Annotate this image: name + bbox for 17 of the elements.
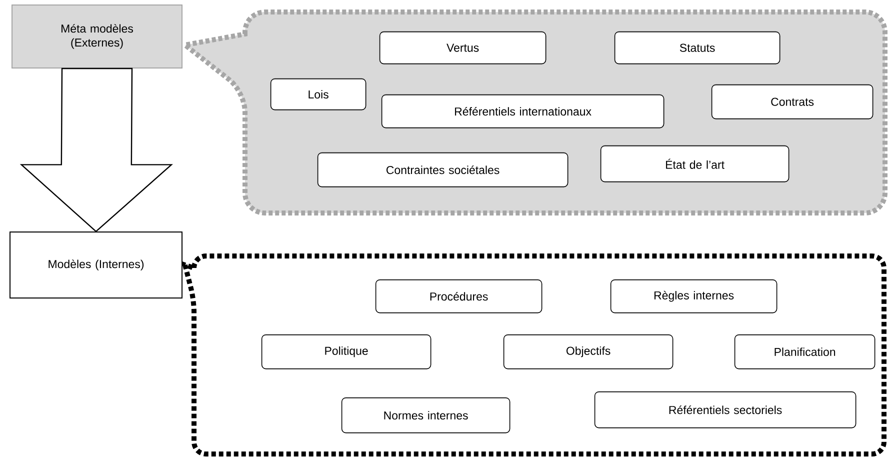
label-box: État de l’art [600,145,790,182]
label-box: Planification [734,334,876,370]
label-box: Normes internes [341,397,510,434]
label-box: Règles internes [610,279,778,314]
model-box: Modèles (Internes) [10,232,182,298]
label-box: Politique [261,334,432,370]
label-box: Contrats [711,84,874,120]
label-box: Objectifs [503,334,674,370]
label-box: Contraintes sociétales [317,152,568,188]
label-box: Vertus [379,31,546,64]
label-box: Procédures [375,279,542,314]
model-box: Méta modèles (Externes) [12,4,182,68]
label-box: Référentiels sectoriels [594,391,856,428]
block-arrow [20,68,173,232]
label-box: Référentiels internationaux [381,94,664,128]
label-box: Lois [270,78,366,110]
label-box: Statuts [614,31,780,64]
